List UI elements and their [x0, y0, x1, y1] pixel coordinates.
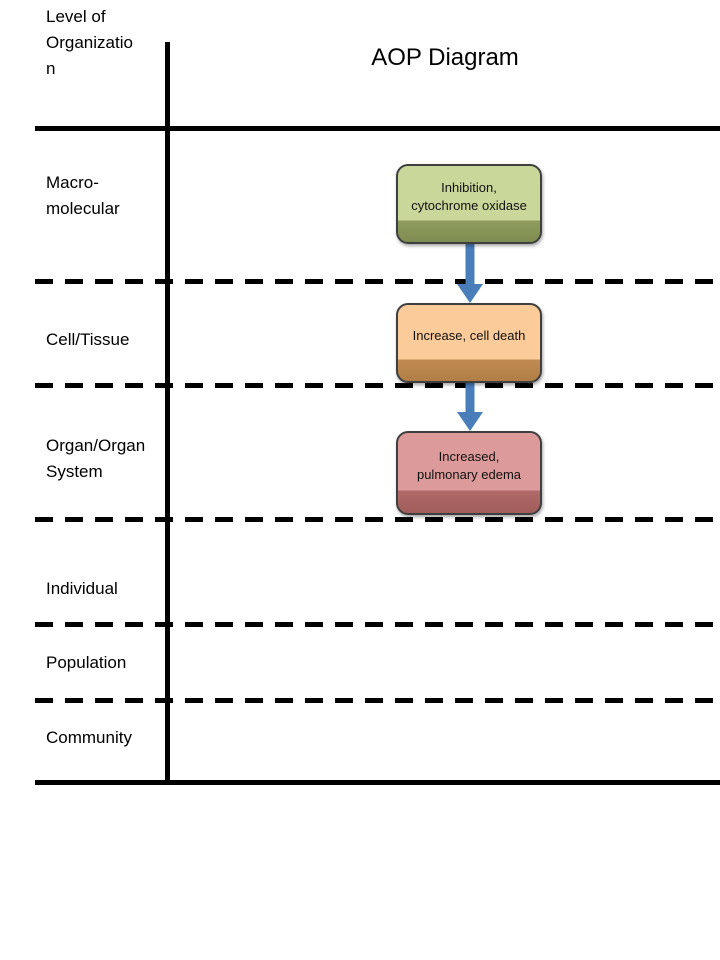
row-label-individual: Individual: [46, 579, 118, 598]
arrow-shaft: [465, 381, 475, 413]
row-separator-organsystem-individual: [35, 517, 720, 522]
arrow-shaft: [465, 243, 475, 285]
arrow-head-icon: [457, 284, 483, 303]
arrow-cell-to-organ: [448, 381, 492, 431]
row-label-macro-molecular: Macro- molecular: [46, 173, 120, 218]
arrow-head-icon: [457, 412, 483, 431]
axis-line-vertical: [165, 42, 170, 785]
node-molecular-initiating-event[interactable]: Inhibition, cytochrome oxidase: [396, 164, 542, 244]
row-separator-population-community: [35, 698, 720, 703]
node-label: Inhibition, cytochrome oxidase: [411, 180, 527, 213]
axis-line-bottom: [35, 780, 720, 785]
axis-header-level-of-organization: Level of Organizatio n: [46, 7, 133, 78]
row-label-cell-tissue: Cell/Tissue: [46, 330, 130, 349]
axis-line-top: [35, 126, 720, 131]
node-label: Increased, pulmonary edema: [416, 449, 522, 482]
row-separator-macromolecular-celltissue: [35, 279, 720, 284]
diagram-title: AOP Diagram: [371, 44, 519, 71]
node-label: Increase, cell death: [412, 328, 526, 343]
row-label-population: Population: [46, 653, 127, 672]
node-adverse-outcome-pulmonary-edema[interactable]: Increased, pulmonary edema: [396, 431, 542, 515]
row-label-community: Community: [46, 728, 132, 747]
row-label-organ-system: Organ/Organ System: [46, 436, 146, 481]
row-separator-celltissue-organsystem: [35, 383, 720, 388]
arrow-molecular-to-cell: [448, 243, 492, 303]
row-separator-individual-population: [35, 622, 720, 627]
node-key-event-cell-death[interactable]: Increase, cell death: [396, 303, 542, 383]
